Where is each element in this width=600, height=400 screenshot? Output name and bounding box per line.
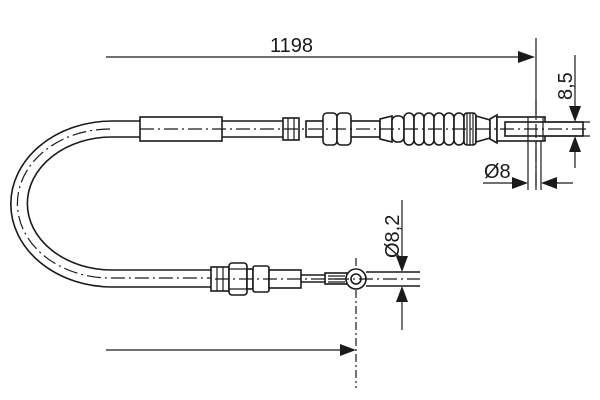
arrow-right-icon bbox=[340, 344, 356, 356]
arrow-down-icon bbox=[569, 106, 581, 122]
arrow-up-icon bbox=[396, 286, 408, 302]
pin-diameter-dimension: Ø8 bbox=[483, 100, 573, 190]
arrow-right-icon bbox=[512, 177, 528, 189]
lower-run bbox=[210, 262, 420, 296]
length-dimension: 1198 bbox=[106, 35, 537, 190]
eye-diameter-label: Ø8,2 bbox=[382, 215, 404, 258]
eye-diameter-dimension: Ø8,2 bbox=[382, 200, 408, 330]
arrow-left-icon bbox=[541, 177, 557, 189]
arrow-down-icon bbox=[396, 256, 408, 272]
cable-sheath bbox=[9, 120, 215, 288]
arrow-right-icon bbox=[518, 51, 535, 63]
eye-width-dimension: 8,5 bbox=[545, 55, 590, 168]
length-label: 1198 bbox=[270, 35, 313, 57]
eye-width-label: 8,5 bbox=[555, 72, 577, 100]
pin-diameter-label: Ø8 bbox=[484, 161, 511, 183]
arrow-up-icon bbox=[569, 136, 581, 152]
upper-run bbox=[139, 112, 590, 146]
